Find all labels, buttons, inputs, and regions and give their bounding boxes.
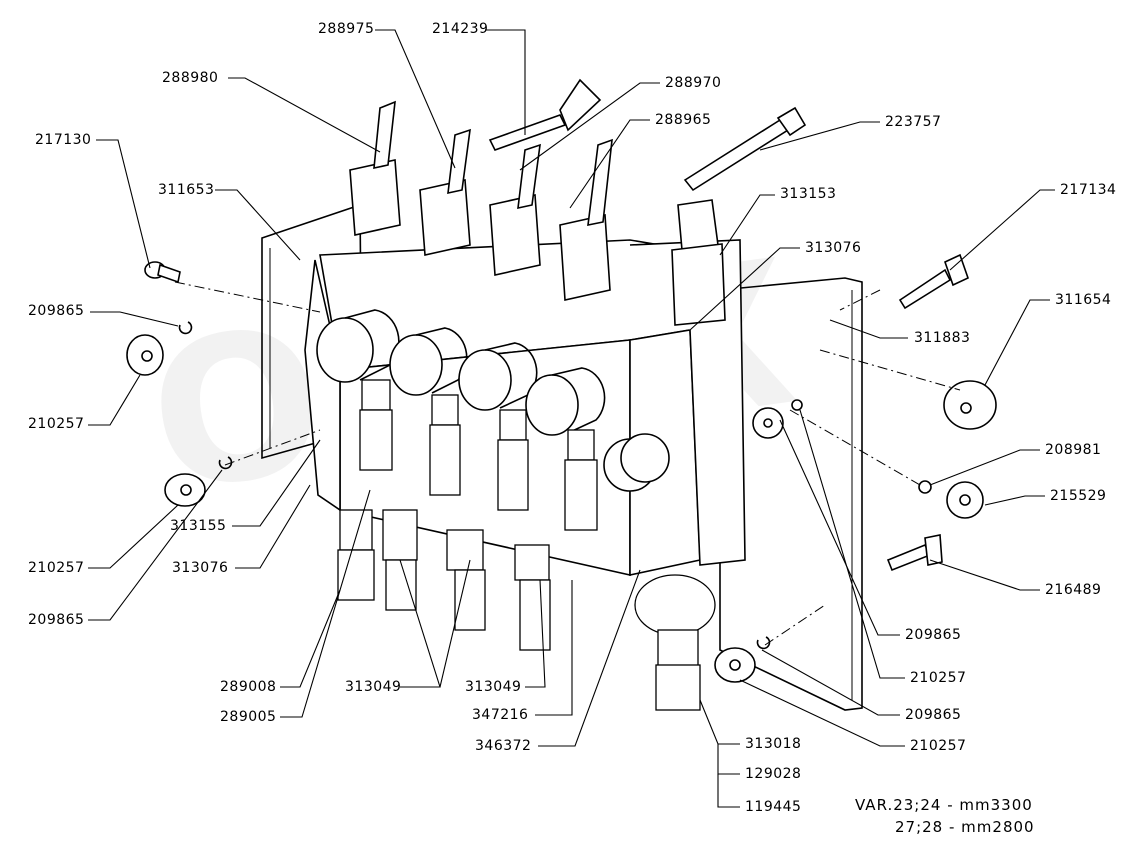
- label-214239: 214239: [432, 21, 489, 37]
- label-313049-right: 313049: [465, 679, 522, 695]
- assembly-centerlines: [174, 281, 961, 646]
- label-217134: 217134: [1060, 182, 1117, 198]
- label-216489: 216489: [1045, 582, 1102, 598]
- front-plugs: [316, 309, 670, 492]
- label-119445: 119445: [745, 799, 802, 815]
- label-347216: 347216: [472, 707, 529, 723]
- label-311653: 311653: [158, 182, 215, 198]
- label-209865-left-upper: 209865: [28, 303, 85, 319]
- label-288975: 288975: [318, 21, 375, 37]
- label-129028: 129028: [745, 766, 802, 782]
- bolts: [144, 78, 969, 572]
- variant-note-line1: VAR.23;24 - mm3300: [855, 796, 1033, 814]
- label-346372: 346372: [475, 738, 532, 754]
- label-288965: 288965: [655, 112, 712, 128]
- label-210257-left-upper: 210257: [28, 416, 85, 432]
- label-311654: 311654: [1055, 292, 1112, 308]
- label-288980: 288980: [162, 70, 219, 86]
- label-311883: 311883: [914, 330, 971, 346]
- label-209865-left-lower: 209865: [28, 612, 85, 628]
- label-313076-top: 313076: [805, 240, 862, 256]
- label-313049-left: 313049: [345, 679, 402, 695]
- nuts-and-washers: [126, 321, 997, 683]
- label-210257-right-upper: 210257: [910, 670, 967, 686]
- label-313155: 313155: [170, 518, 227, 534]
- label-209865-right-upper: 209865: [905, 627, 962, 643]
- front-hoses: [359, 379, 598, 531]
- label-210257-right-lower: 210257: [910, 738, 967, 754]
- label-215529: 215529: [1050, 488, 1107, 504]
- variant-note-line2: 27;28 - mm2800: [895, 818, 1035, 836]
- label-288970: 288970: [665, 75, 722, 91]
- label-313018: 313018: [745, 736, 802, 752]
- label-313153: 313153: [780, 186, 837, 202]
- label-208981: 208981: [1045, 442, 1102, 458]
- label-289005: 289005: [220, 709, 277, 725]
- label-210257-left-lower: 210257: [28, 560, 85, 576]
- leader-lines: [88, 29, 1055, 808]
- label-209865-right-lower: 209865: [905, 707, 962, 723]
- control-levers: [349, 100, 613, 301]
- label-223757: 223757: [885, 114, 942, 130]
- label-289008: 289008: [220, 679, 277, 695]
- relief-valve: [671, 199, 726, 326]
- right-mounting-plate: [719, 277, 863, 711]
- label-313076-left: 313076: [172, 560, 229, 576]
- label-217130: 217130: [35, 132, 92, 148]
